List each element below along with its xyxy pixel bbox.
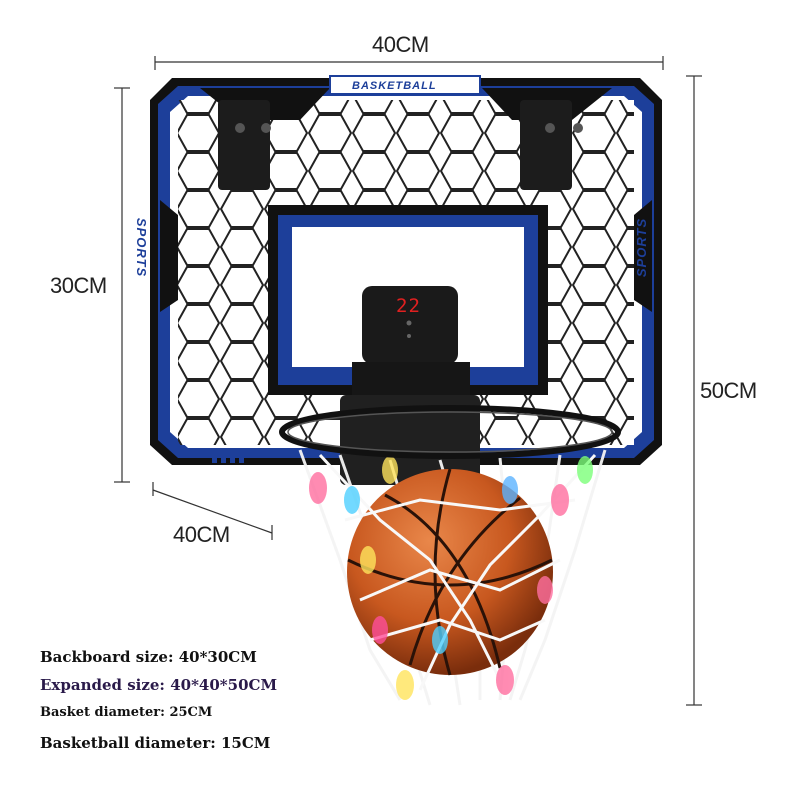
- board-title: BASKETBALL: [352, 80, 437, 92]
- rim-mount: [340, 395, 480, 485]
- side-label-right: SPORTS: [634, 217, 650, 278]
- depth-dimension-label: 40CM: [173, 522, 230, 547]
- total-height-dimension-label: 50CM: [700, 378, 757, 403]
- mounting-bracket-left: [218, 100, 271, 190]
- height-dimension-label: 30CM: [50, 273, 107, 298]
- spec-basket-diameter: Basket diameter: 25CM: [40, 705, 213, 720]
- led-lights: [309, 456, 593, 700]
- spec-expanded-size: Expanded size: 40*40*50CM: [40, 676, 278, 694]
- rim: [279, 405, 621, 459]
- spec-basketball-diameter: Basketball diameter: 15CM: [40, 734, 271, 752]
- score-readout: 22: [396, 295, 421, 317]
- spec-backboard-size: Backboard size: 40*30CM: [40, 648, 257, 666]
- width-dimension-label: 40CM: [372, 32, 429, 57]
- mounting-bracket-right: [520, 100, 583, 190]
- dimension-lines: [114, 56, 702, 706]
- side-label-left: SPORTS: [134, 217, 150, 278]
- basketball: [347, 468, 553, 676]
